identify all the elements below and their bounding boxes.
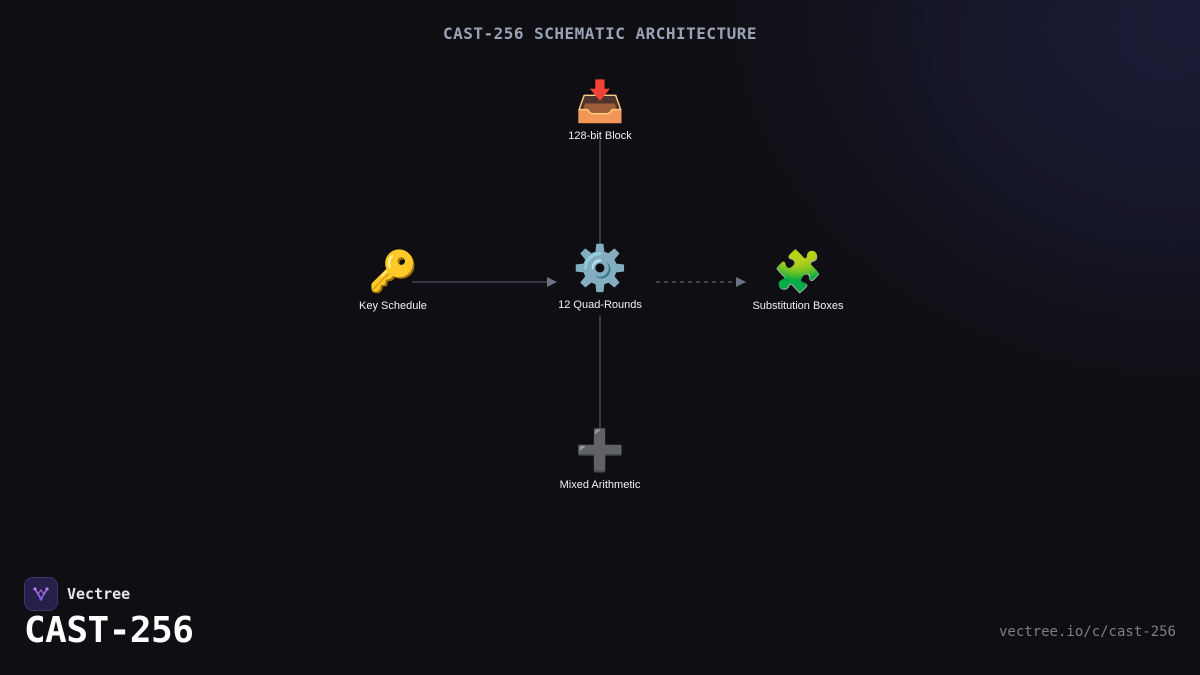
node-substitution-boxes[interactable]: 🧩 Substitution Boxes — [708, 248, 888, 312]
brand-name: Vectree — [67, 585, 131, 603]
node-label: 128-bit Block — [568, 130, 632, 142]
node-key-schedule[interactable]: 🔑 Key Schedule — [303, 248, 483, 312]
plus-icon: ➕ — [575, 428, 625, 474]
node-label: Substitution Boxes — [752, 300, 844, 312]
node-label: Mixed Arithmetic — [559, 479, 641, 491]
node-label: Key Schedule — [359, 300, 427, 312]
product-title: CAST-256 — [24, 610, 194, 651]
node-mixed-arithmetic[interactable]: ➕ Mixed Arithmetic — [510, 427, 690, 491]
diagram-title: CAST-256 SCHEMATIC ARCHITECTURE — [442, 24, 758, 43]
puzzle-piece-icon: 🧩 — [773, 249, 823, 295]
footer-url[interactable]: vectree.io/c/cast-256 — [998, 624, 1176, 640]
node-12-quad-rounds[interactable]: ⚙️ 12 Quad-Rounds — [510, 243, 690, 311]
key-icon: 🔑 — [368, 249, 418, 295]
brand[interactable]: Vectree — [24, 577, 130, 611]
gear-icon: ⚙️ — [572, 243, 628, 294]
node-128-bit-block[interactable]: 📥 128-bit Block — [510, 78, 690, 142]
node-label: 12 Quad-Rounds — [558, 299, 642, 311]
vectree-logo-icon — [24, 577, 58, 611]
inbox-tray-icon: 📥 — [575, 79, 625, 125]
